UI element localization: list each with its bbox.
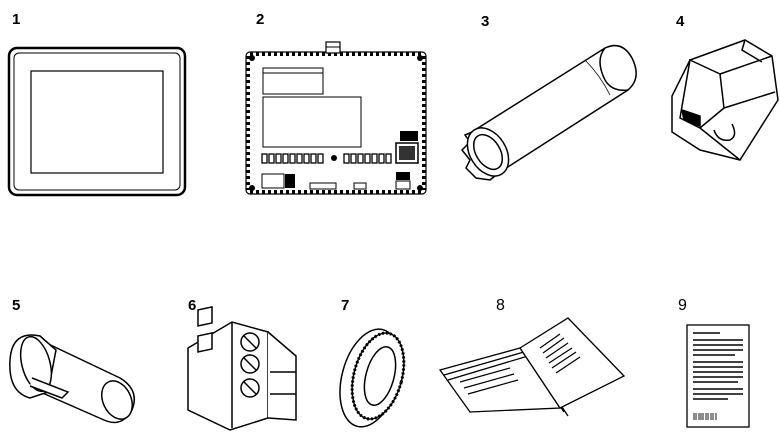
item-number-6: 6 bbox=[188, 297, 197, 314]
item-number-8: 8 bbox=[496, 297, 505, 314]
item-number-4: 4 bbox=[676, 13, 685, 30]
item-number-5: 5 bbox=[12, 297, 21, 314]
item-number-2: 2 bbox=[256, 11, 265, 28]
item-number-3: 3 bbox=[481, 13, 490, 30]
item-number-7: 7 bbox=[341, 297, 350, 314]
item-number-1: 1 bbox=[12, 11, 21, 28]
item-number-9: 9 bbox=[678, 297, 687, 314]
